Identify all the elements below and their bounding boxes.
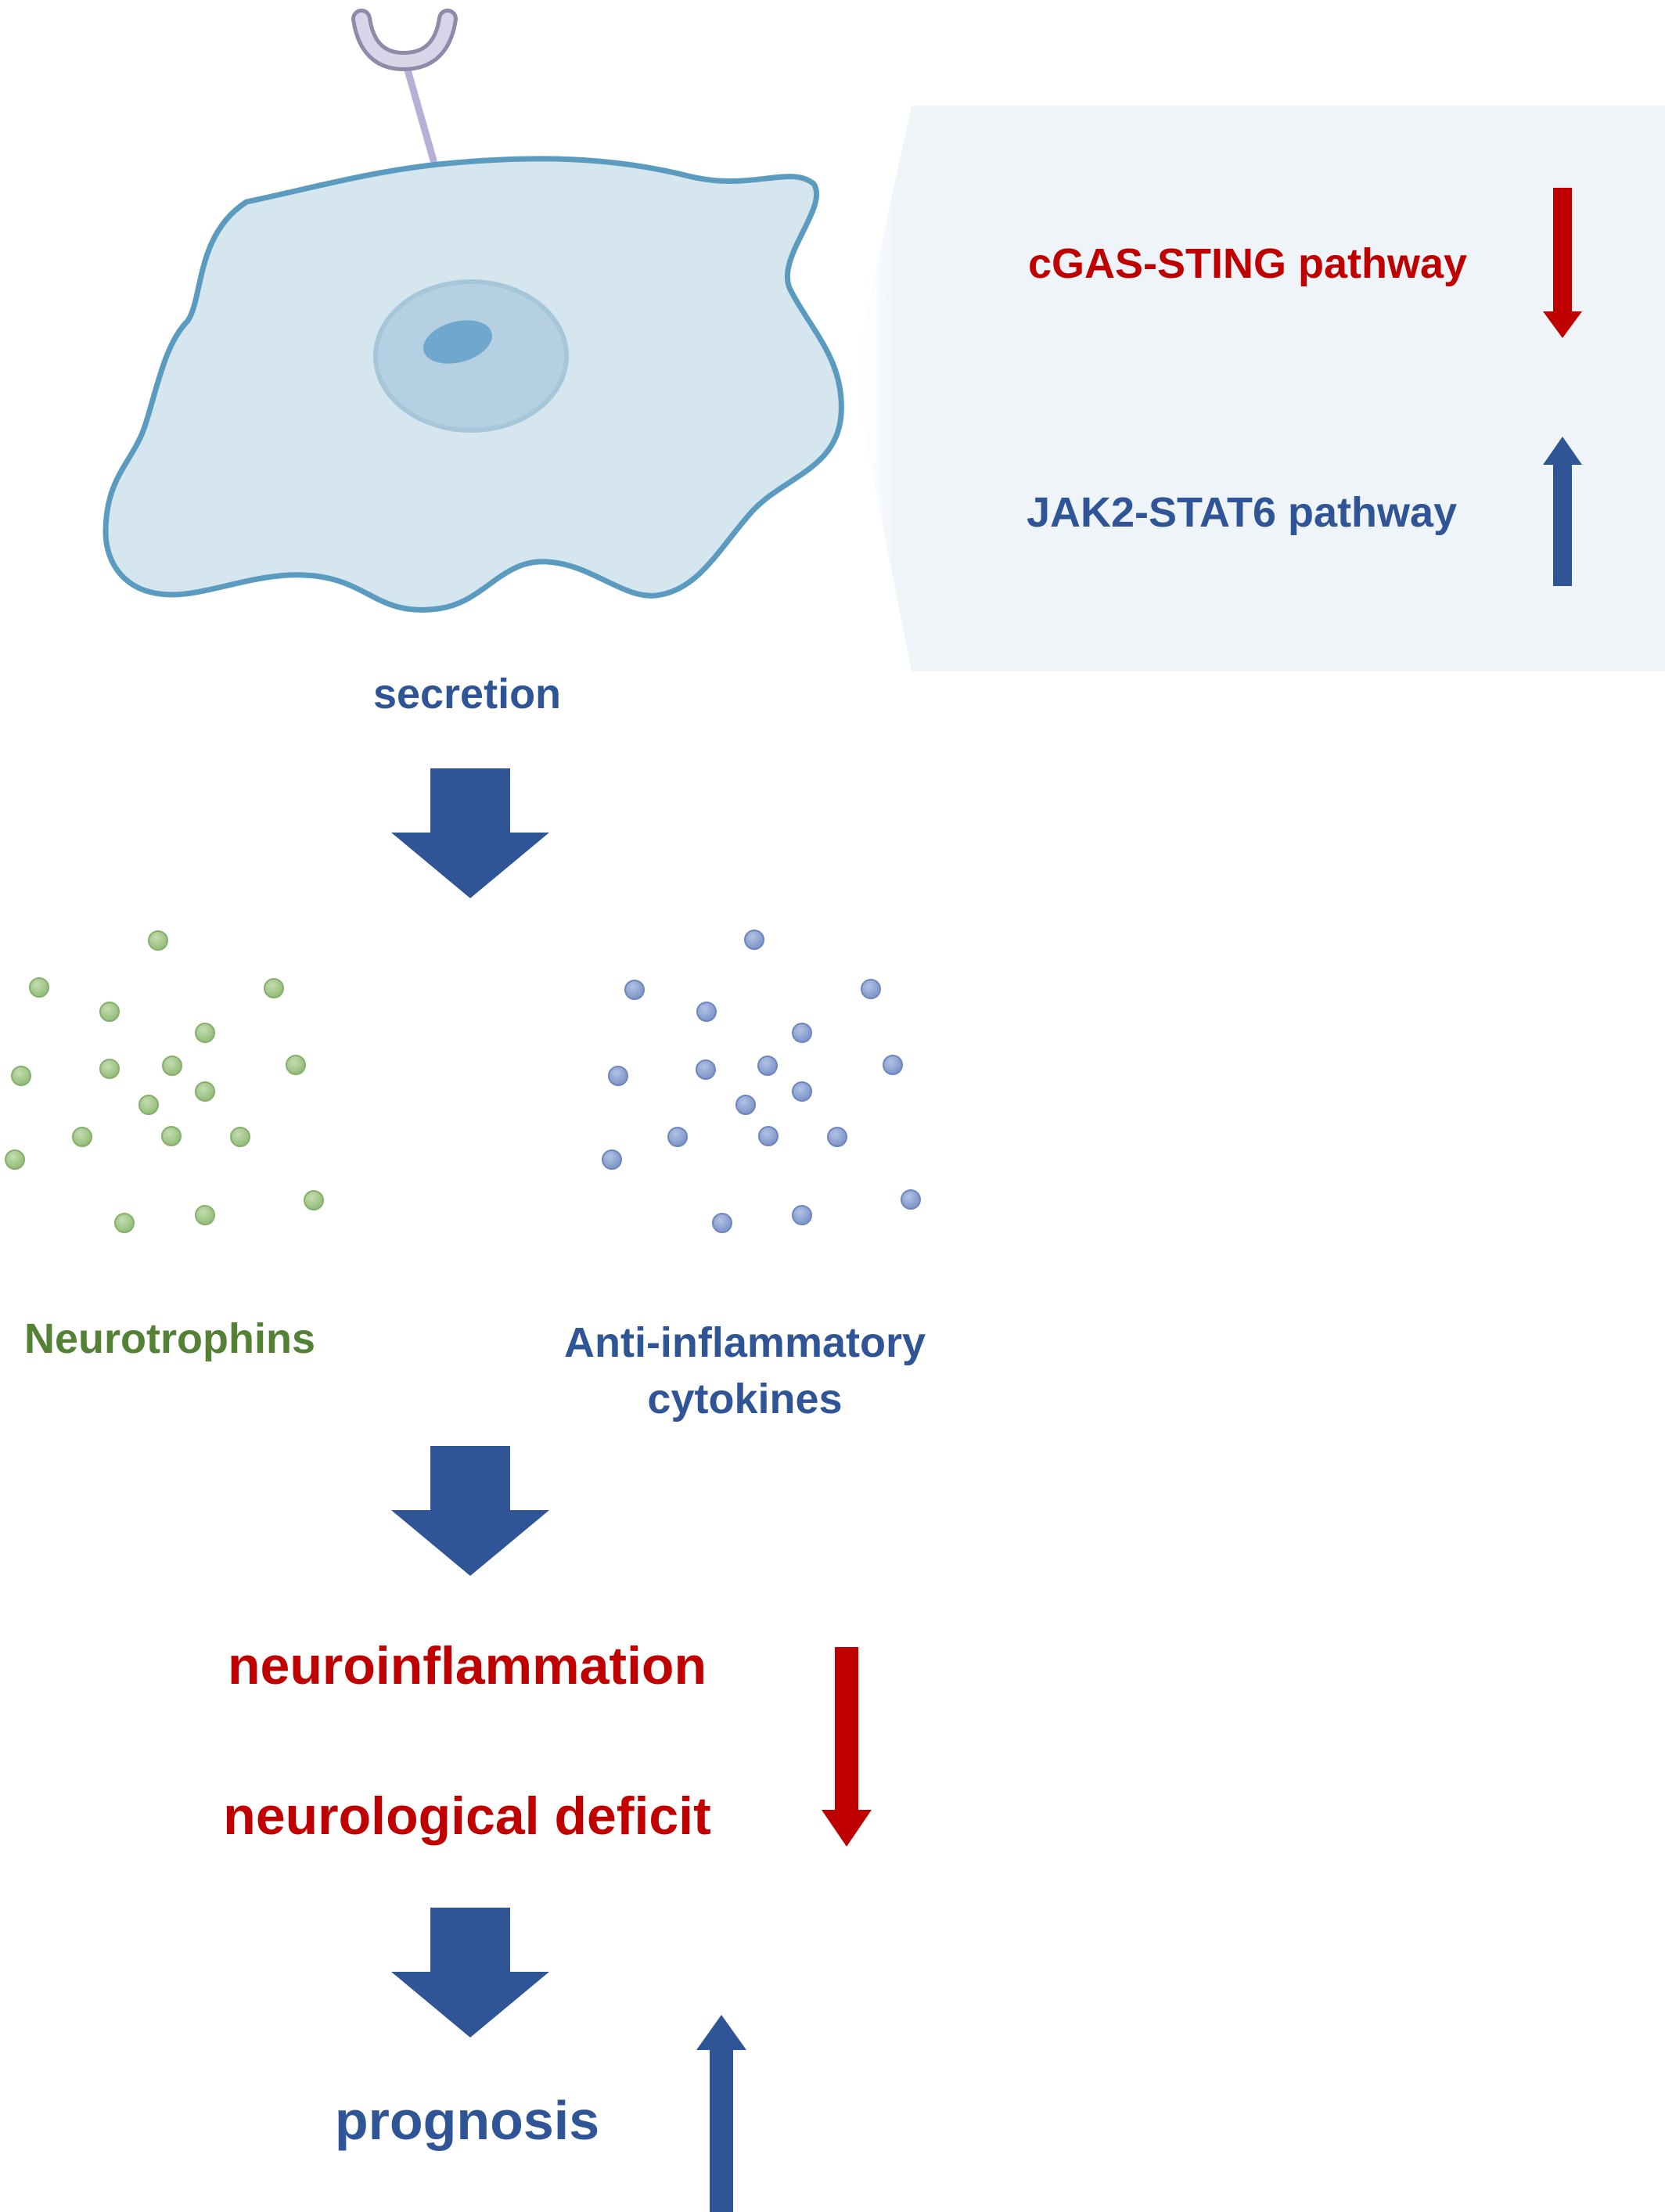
particle-dot-icon <box>667 1127 688 1147</box>
particle-dot-icon <box>286 1055 306 1075</box>
particle-dot-icon <box>883 1055 903 1075</box>
particle-dot-icon <box>624 980 645 1000</box>
particle-dot-icon <box>861 979 881 999</box>
particle-dot-icon <box>757 1056 778 1076</box>
particle-dot-icon <box>195 1023 215 1043</box>
particle-dot-icon <box>744 930 764 950</box>
anti-inflammatory-line2: cytokines <box>647 1376 843 1423</box>
jak2-up-arrow-icon <box>1543 437 1582 586</box>
particle-dot-icon <box>602 1149 622 1170</box>
particle-dot-icon <box>195 1081 215 1102</box>
particle-dot-icon <box>162 1056 182 1076</box>
particle-dot-icon <box>11 1066 31 1086</box>
particle-dot-icon <box>72 1127 92 1147</box>
particle-dot-icon <box>901 1189 921 1210</box>
particle-dot-icon <box>230 1127 250 1147</box>
prognosis-up-arrow-icon <box>696 2015 746 2212</box>
particle-dot-icon <box>29 977 49 998</box>
particle-dot-icon <box>304 1190 324 1210</box>
particle-dot-icon <box>792 1023 812 1043</box>
pathway-panel <box>853 106 1665 671</box>
particle-dot-icon <box>827 1127 847 1147</box>
particle-dot-icon <box>792 1081 812 1102</box>
cytokine-particles <box>602 930 921 1233</box>
particle-dot-icon <box>758 1126 779 1146</box>
block-arrow-down-icon <box>391 1446 549 1576</box>
secretion-label: secretion <box>372 671 562 718</box>
anti-inflammatory-label: Anti-inflammatory cytokines <box>564 1315 926 1427</box>
particle-dot-icon <box>99 1002 120 1022</box>
block-arrow-down-icon <box>391 1908 549 2038</box>
prognosis-label: prognosis <box>334 2090 600 2151</box>
particle-dot-icon <box>264 978 284 998</box>
jak2-stat6-label: JAK2-STAT6 pathway <box>1027 489 1458 536</box>
particle-dot-icon <box>114 1213 135 1233</box>
anti-inflammatory-line1: Anti-inflammatory <box>563 1319 926 1366</box>
particle-dot-icon <box>5 1149 25 1170</box>
particle-dot-icon <box>195 1205 215 1225</box>
receptor-icon <box>351 9 458 164</box>
particle-dot-icon <box>696 1059 716 1080</box>
particle-dot-icon <box>99 1059 120 1079</box>
cgas-sting-label: cGAS-STING pathway <box>1028 240 1468 287</box>
particle-dot-icon <box>138 1095 159 1115</box>
neuroinflammation-label: neuroinflammation <box>227 1636 707 1696</box>
neurological-deficit-label: neurological deficit <box>223 1786 711 1846</box>
block-arrow-down-icon <box>391 768 549 898</box>
outcome-down-arrow-icon <box>822 1647 872 1847</box>
particle-dot-icon <box>161 1126 182 1146</box>
neurotrophins-label: Neurotrophins <box>24 1315 315 1362</box>
nucleolus-icon <box>423 320 492 364</box>
cgas-down-arrow-icon <box>1543 188 1582 338</box>
particle-dot-icon <box>696 1002 717 1022</box>
particle-dot-icon <box>792 1205 812 1225</box>
particle-dot-icon <box>608 1066 628 1086</box>
particle-dot-icon <box>148 930 168 951</box>
particle-dot-icon <box>735 1095 756 1115</box>
particle-dot-icon <box>712 1213 732 1233</box>
neurotrophin-particles <box>5 930 324 1233</box>
